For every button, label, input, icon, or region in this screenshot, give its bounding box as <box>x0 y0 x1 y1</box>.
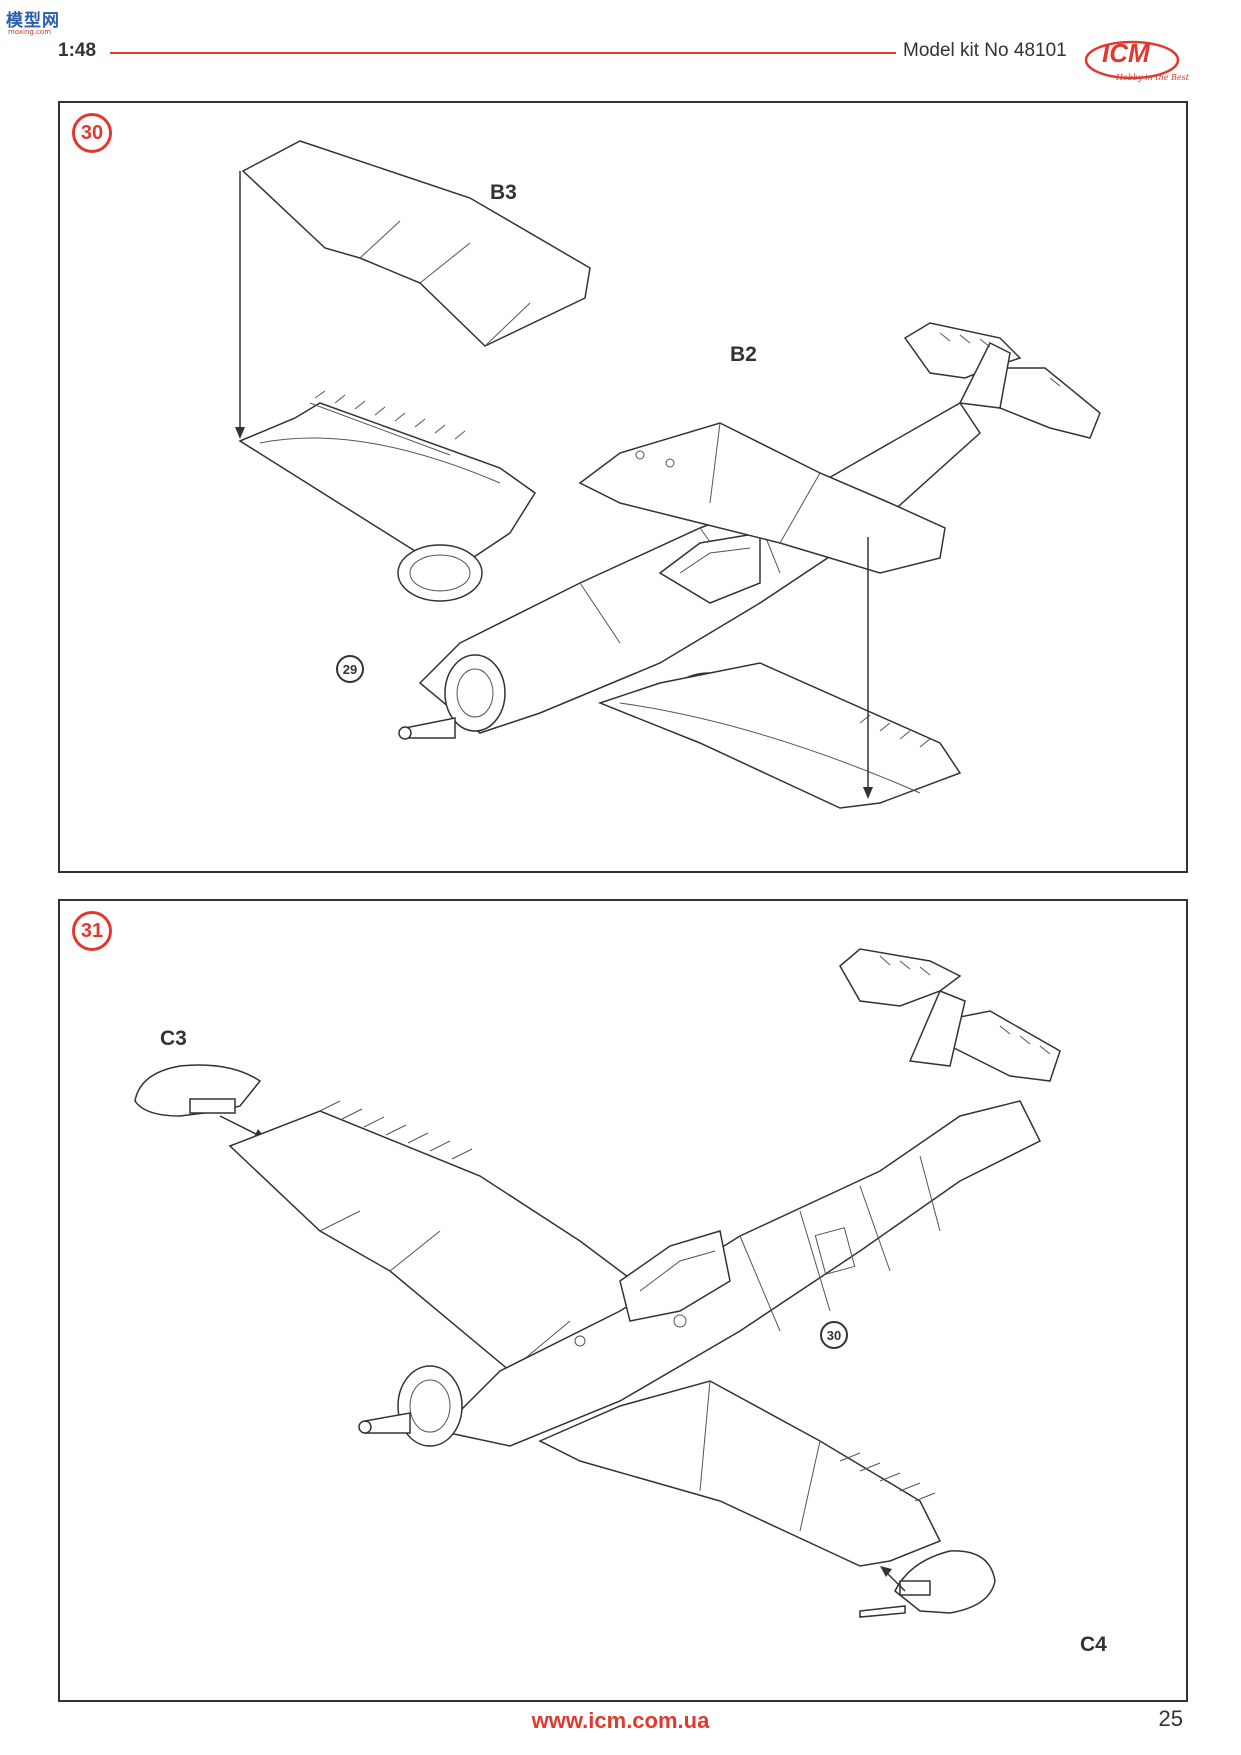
part-label-c3: C3 <box>160 1027 187 1050</box>
step-31-illustration <box>134 948 1061 1618</box>
step-30-panel: 30 <box>58 101 1188 873</box>
watermark-logo: 模型网 moxing.com <box>6 6 76 40</box>
watermark-domain: moxing.com <box>8 28 52 36</box>
svg-text:ICM: ICM <box>1102 38 1151 68</box>
kit-number: Model kit No 48101 <box>903 40 1067 61</box>
scale-label: 1:48 <box>58 40 97 61</box>
icm-logo: ICM Hobby in the Best <box>1080 30 1190 86</box>
part-label-c4: C4 <box>1080 1633 1107 1656</box>
step-number-badge: 30 <box>72 113 112 153</box>
header-divider <box>110 52 896 54</box>
reference-step-badge: 29 <box>336 655 364 683</box>
svg-text:Hobby in the Best: Hobby in the Best <box>1115 73 1190 82</box>
step-30-illustration <box>235 140 1101 809</box>
watermark-text: 模型网 <box>6 11 60 31</box>
part-label-b2: B2 <box>730 343 757 366</box>
step-31-panel: 31 <box>58 899 1188 1702</box>
reference-step-badge: 30 <box>820 1321 848 1349</box>
footer-url[interactable]: www.icm.com.ua <box>531 1708 710 1733</box>
part-label-b3: B3 <box>490 181 517 204</box>
step-number-badge: 31 <box>72 911 112 951</box>
page-number: 25 <box>1158 1706 1183 1731</box>
